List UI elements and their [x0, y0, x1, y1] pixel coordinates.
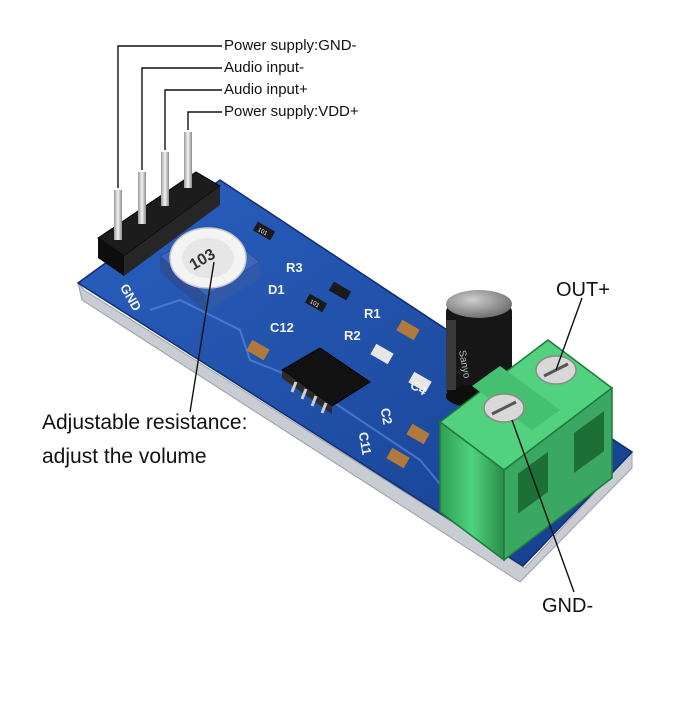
pcb-trace [149, 298, 471, 521]
silk-r1: R1 [364, 306, 381, 321]
potentiometer: 103 [159, 225, 261, 312]
label-audio-input-pos: Audio input+ [224, 81, 308, 98]
silk-c11: C11 [356, 431, 375, 456]
label-power-vdd: Power supply:VDD+ [224, 103, 359, 120]
label-gnd-output: GND- [542, 595, 594, 617]
silk-c12: C12 [270, 320, 294, 335]
silk-d1: D1 [268, 282, 285, 297]
header-leader-lines [117, 45, 222, 188]
label-out-pos: OUT+ [556, 279, 610, 301]
amplifier-ic [281, 347, 371, 414]
silk-r3: R3 [286, 260, 303, 275]
label-power-gnd: Power supply:GND- [224, 37, 357, 54]
label-adjust-volume: adjust the volume [42, 445, 207, 468]
pin-gnd [114, 190, 122, 240]
pcb-edge [77, 282, 633, 583]
screw-terminal [438, 339, 614, 562]
label-audio-input-neg: Audio input- [224, 59, 305, 76]
pin-audio-neg [138, 172, 146, 224]
output-leader-lines [189, 261, 583, 593]
res-code-2: 101 [308, 299, 320, 310]
pin-vdd [184, 132, 192, 188]
header-pins [114, 132, 192, 240]
label-adjustable-resistance: Adjustable resistance: [42, 411, 248, 434]
silk-r2: R2 [344, 328, 361, 343]
res-code-1: 101 [256, 227, 268, 238]
cap-brand: Sanyo [456, 349, 472, 379]
header-pin-base-front [98, 238, 124, 276]
pin-audio-pos [161, 152, 169, 206]
smd-components: 101 101 [246, 221, 432, 469]
silk-c2: C2 [378, 407, 396, 426]
